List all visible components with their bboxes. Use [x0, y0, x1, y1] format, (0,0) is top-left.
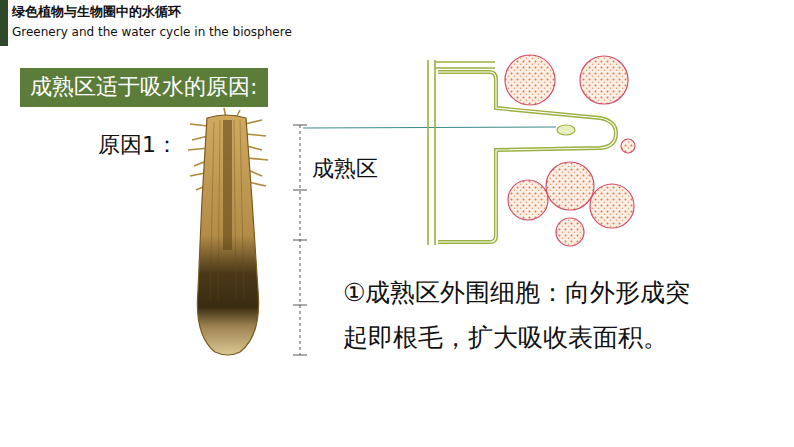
header-subtitle: Greenery and the water cycle in the bios… [12, 25, 292, 39]
heading-banner: 成熟区适于吸水的原因: [20, 68, 268, 107]
reason-label: 原因1： [98, 132, 178, 158]
banner-text: 成熟区适于吸水的原因: [30, 72, 258, 102]
zone-bracket [293, 125, 307, 355]
header-bar [0, 0, 8, 46]
root-tip [197, 115, 258, 355]
header-title: 绿色植物与生物圈中的水循环 [12, 3, 181, 21]
root-texture [210, 120, 244, 300]
soil-particles [505, 55, 635, 246]
zone-label: 成熟区 [312, 156, 378, 182]
vascular-core [223, 120, 232, 250]
explanation-text: ①成熟区外围细胞：向外形成突起即根毛，扩大吸收表面积。 [343, 270, 715, 360]
zoom-leader [303, 127, 556, 128]
